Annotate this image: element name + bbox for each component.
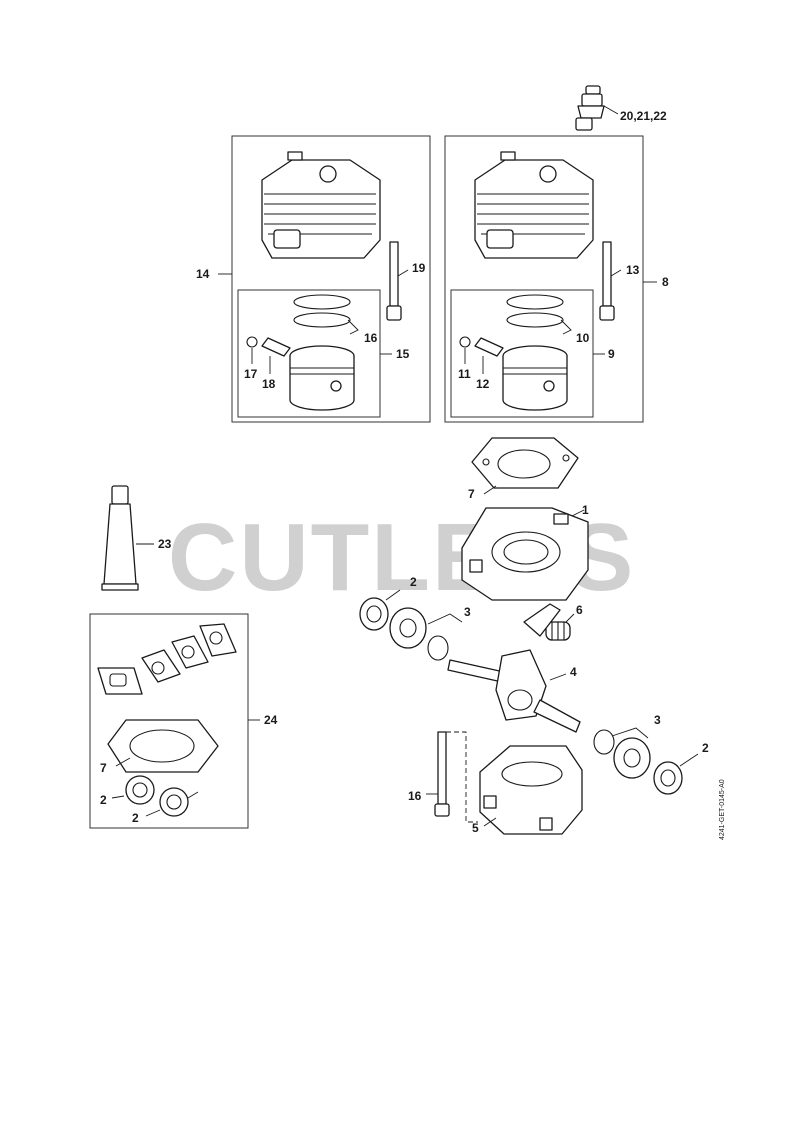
- drawing-number: 4241-GET-0145-A0: [719, 779, 726, 840]
- callout-9: 9: [608, 347, 615, 361]
- bearing-crank-right: [611, 727, 651, 779]
- bolt-path-dashed: [446, 731, 478, 823]
- callout-2-left-upper: 2: [100, 793, 107, 807]
- callout-7-lower: 7: [100, 761, 107, 775]
- piston-pin-left: [261, 337, 291, 374]
- seal-ring-crank-left: [359, 589, 401, 631]
- seal-ring-left: [111, 775, 155, 805]
- piston-pin-right: [474, 337, 504, 374]
- piston-right: [502, 345, 568, 411]
- gasket-set: [97, 623, 237, 773]
- callout-24: 24: [264, 713, 278, 727]
- callout-19: 19: [412, 261, 426, 275]
- crankcase-upper: [461, 507, 589, 601]
- circlip-crank-left: [427, 635, 449, 661]
- callout-7-upper: 7: [468, 487, 475, 501]
- callout-3-lower: 3: [654, 713, 661, 727]
- crankcase-lower: [479, 745, 583, 835]
- callout-3-upper: 3: [464, 605, 471, 619]
- piston-left: [289, 345, 355, 411]
- spark-plug: [575, 85, 619, 131]
- callout-10: 10: [576, 331, 590, 345]
- callout-1: 1: [582, 503, 589, 517]
- piston-kit-frame-right: [450, 289, 594, 418]
- callout-14: 14: [196, 267, 210, 281]
- callout-16-lower: 16: [408, 789, 422, 803]
- circlip-right: [459, 336, 471, 364]
- bearing-crank-left: [389, 607, 463, 649]
- callout-5: 5: [472, 821, 479, 835]
- callout-20-21-22: 20,21,22: [620, 109, 667, 123]
- piston-rings-right: [506, 294, 572, 335]
- cylinder-bolt-right: [599, 241, 622, 321]
- callout-11: 11: [458, 367, 471, 381]
- crankshaft: [447, 603, 581, 733]
- callout-13: 13: [626, 263, 640, 277]
- cylinder-left: [261, 151, 381, 259]
- cylinder-bolt-left: [386, 241, 409, 321]
- callout-8: 8: [662, 275, 669, 289]
- crankcase-bolt: [426, 731, 450, 817]
- needle-cage: [545, 613, 575, 641]
- gasket-set-frame: [89, 613, 249, 829]
- cylinder-kit-frame-left: [231, 135, 431, 423]
- callout-16: 16: [364, 331, 378, 345]
- piston-rings-left: [293, 294, 359, 335]
- cylinder-kit-frame-right: [444, 135, 644, 423]
- callout-2-right: 2: [702, 741, 709, 755]
- callout-23: 23: [158, 537, 172, 551]
- cylinder-gasket: [471, 437, 579, 495]
- cylinder-right: [474, 151, 594, 259]
- grease-tube: [101, 485, 154, 591]
- callout-17: 17: [244, 367, 258, 381]
- circlip-crank-right: [593, 729, 615, 755]
- callout-2-left-lower: 2: [132, 811, 139, 825]
- callout-4: 4: [570, 665, 577, 679]
- piston-kit-frame-left: [237, 289, 381, 418]
- callout-6: 6: [576, 603, 583, 617]
- callout-15: 15: [396, 347, 410, 361]
- circlip-left: [246, 336, 258, 364]
- callout-18: 18: [262, 377, 276, 391]
- bearing-left: [145, 787, 199, 817]
- seal-ring-crank-right: [653, 753, 699, 795]
- callout-12: 12: [476, 377, 490, 391]
- callout-2-upper: 2: [410, 575, 417, 589]
